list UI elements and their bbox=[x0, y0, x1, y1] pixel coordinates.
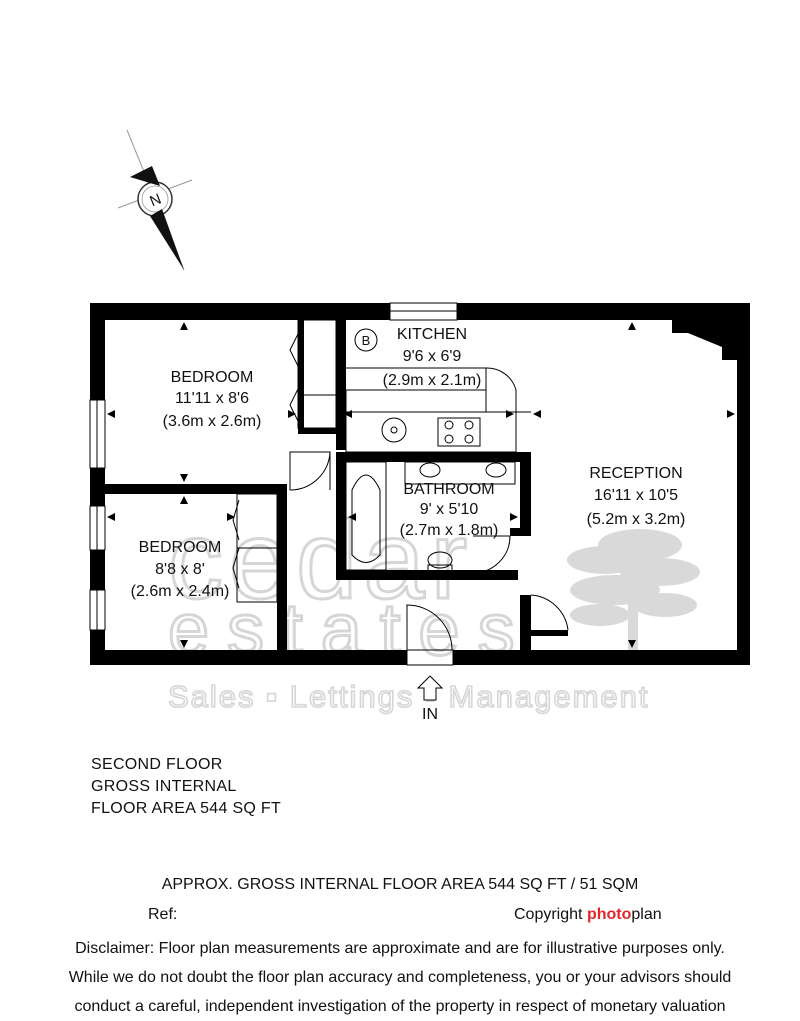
bedroom1-dim-metric: (3.6m x 2.6m) bbox=[163, 413, 262, 430]
boiler-label: B bbox=[362, 333, 371, 348]
copyright-label: Copyright bbox=[514, 906, 583, 923]
kitchen-name: KITCHEN bbox=[397, 326, 467, 343]
bedroom1-dim-imperial: 11'11 x 8'6 bbox=[175, 390, 249, 407]
disclaimer-line1: Disclaimer: Floor plan measurements are … bbox=[75, 940, 725, 957]
bedroom1-name: BEDROOM bbox=[171, 369, 254, 386]
floor-info: SECOND FLOOR GROSS INTERNAL FLOOR AREA 5… bbox=[91, 754, 281, 820]
approx-area: APPROX. GROSS INTERNAL FLOOR AREA 544 SQ… bbox=[161, 876, 639, 893]
bathroom-dim-imperial: 9' x 5'10 bbox=[420, 501, 479, 518]
north-compass-icon: N bbox=[117, 129, 193, 271]
reception-name: RECEPTION bbox=[589, 465, 682, 482]
watermark-tree-icon bbox=[567, 529, 700, 650]
watermark-cedar: cedar bbox=[168, 499, 473, 622]
bedroom2-dim-imperial: 8'8 x 8' bbox=[155, 561, 205, 578]
doors-and-fixtures bbox=[232, 319, 569, 651]
bedroom2-name: BEDROOM bbox=[139, 539, 222, 556]
ref-label: Ref: bbox=[148, 906, 178, 923]
reception-dim-metric: (5.2m x 3.2m) bbox=[587, 511, 686, 528]
disclaimer-line3: conduct a careful, independent investiga… bbox=[74, 998, 726, 1015]
floor-info-line2: GROSS INTERNAL bbox=[91, 778, 237, 795]
copyright: Copyright photoplan bbox=[514, 906, 662, 924]
disclaimer-line2: While we do not doubt the floor plan acc… bbox=[68, 969, 732, 986]
kitchen-dim-metric: (2.9m x 2.1m) bbox=[383, 372, 482, 389]
walls bbox=[90, 303, 750, 665]
entrance-label: IN bbox=[422, 706, 438, 723]
bathroom-dim-metric: (2.7m x 1.8m) bbox=[400, 522, 499, 539]
photoplan-logo: photoplan bbox=[587, 906, 662, 923]
logo-photo: photo bbox=[586, 906, 632, 923]
disclaimer: Disclaimer: Floor plan measurements are … bbox=[0, 934, 800, 1021]
entrance-arrow-icon bbox=[416, 675, 444, 701]
watermark-tagline: Sales ▪ Lettings ▪ Management bbox=[168, 679, 650, 714]
floor-info-line1: SECOND FLOOR bbox=[91, 756, 223, 773]
dimension-arrows bbox=[107, 322, 735, 648]
logo-plan: plan bbox=[631, 906, 662, 923]
floor-info-line3: FLOOR AREA 544 SQ FT bbox=[91, 800, 282, 817]
bathroom-name: BATHROOM bbox=[403, 481, 494, 498]
watermark: cedar estates Sales ▪ Lettings ▪ Managem… bbox=[167, 498, 700, 715]
reception-dim-imperial: 16'11 x 10'5 bbox=[594, 487, 678, 504]
kitchen-dim-imperial: 9'6 x 6'9 bbox=[403, 348, 462, 365]
room-labels: BEDROOM 11'11 x 8'6 (3.6m x 2.6m) KITCHE… bbox=[131, 326, 686, 723]
bedroom2-dim-metric: (2.6m x 2.4m) bbox=[131, 583, 230, 600]
windows bbox=[89, 302, 458, 666]
